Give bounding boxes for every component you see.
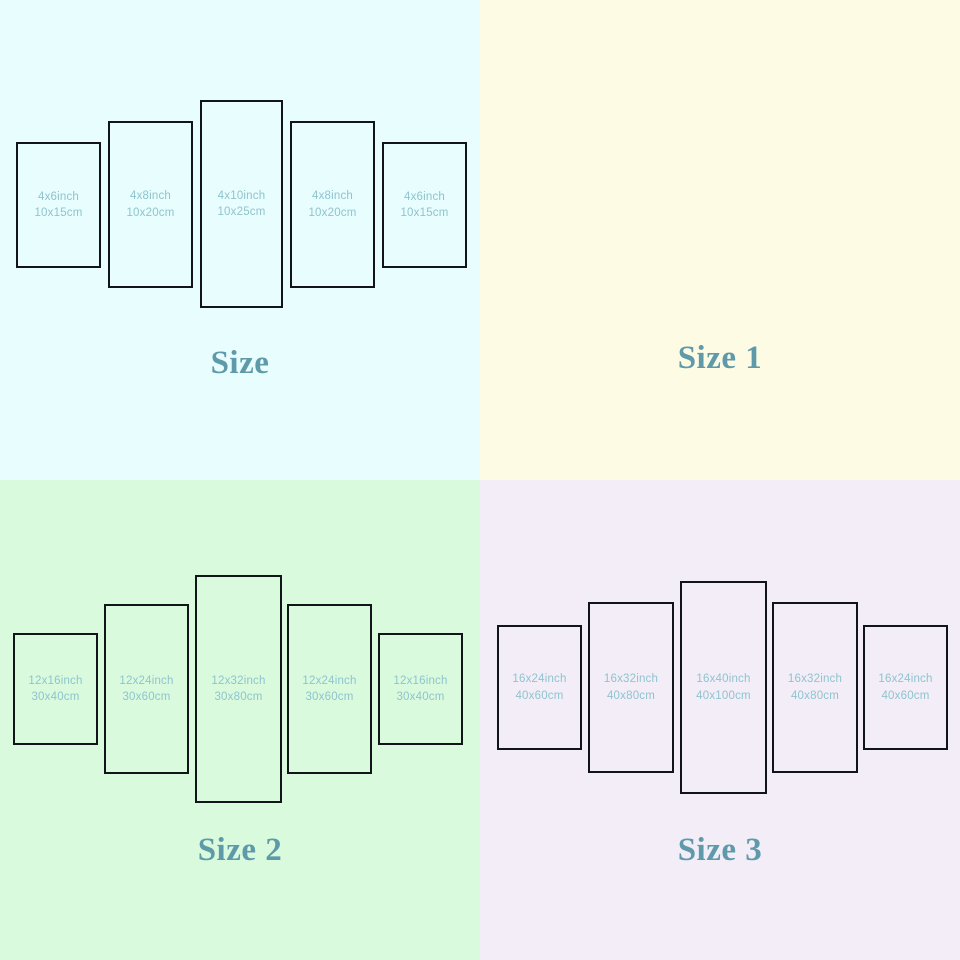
size-3-panel-3-label: 16x40inch 40x100cm <box>696 671 751 704</box>
size-panel-4-label: 4x8inch 10x20cm <box>308 188 356 221</box>
quadrant-size-2[interactable]: 12x16inch 30x40cm 12x24inch 30x60cm 12x32inc… <box>0 480 480 960</box>
quadrant-size[interactable]: 4x6inch 10x15cm 4x8inch 10x20cm 4x10inch 10x2… <box>0 0 480 480</box>
size-inch-text: 16x32inch <box>603 673 659 686</box>
size-inch-text: 12x24inch <box>119 674 174 687</box>
size-3-panel-4-label: 16x32inch 40x80cm <box>788 671 842 704</box>
size-cm-text: 40x60cm <box>881 689 930 702</box>
size-inch-text: 4x10inch <box>217 189 266 202</box>
quadrant-title-size-1: Size 1 <box>677 340 763 376</box>
size-inch-text: 16x40inch <box>696 673 751 686</box>
quadrant-title-size: Size <box>210 345 270 381</box>
size-2-panel-1[interactable]: 12x16inch 30x40cm <box>13 633 98 745</box>
size-3-panel-3[interactable]: 16x40inch 40x100cm <box>680 581 767 794</box>
size-cm-text: 30x60cm <box>305 691 354 703</box>
panel-group-size-1: 8x14inch20x35cm8x18inch20x45cm8x22inch20… <box>480 0 960 480</box>
size-cm-text: 40x80cm <box>606 689 656 702</box>
size-2-panel-5[interactable]: 12x16inch 30x40cm <box>378 633 463 745</box>
panel-group-size-2: 12x16inch 30x40cm 12x24inch 30x60cm 12x32inc… <box>0 480 480 960</box>
size-inch-text: 16x32inch <box>787 673 843 686</box>
size-cm-text: 10x20cm <box>126 206 175 219</box>
size-inch-text: 12x24inch <box>302 674 357 687</box>
size-2-panel-1-label: 12x16inch 30x40cm <box>28 673 82 706</box>
size-2-panel-2[interactable]: 12x24inch 30x60cm <box>104 604 189 774</box>
size-2-panel-3[interactable]: 12x32inch 30x80cm <box>195 575 282 803</box>
size-panel-3[interactable]: 4x10inch 10x25cm <box>200 100 283 308</box>
size-3-panel-1-label: 16x24inch 40x60cm <box>512 671 566 704</box>
size-inch-text: 12x16inch <box>393 674 448 687</box>
size-panel-5[interactable]: 4x6inch 10x15cm <box>382 142 467 268</box>
size-inch-text: 16x24inch <box>878 673 933 686</box>
size-2-panel-4[interactable]: 12x24inch 30x60cm <box>287 604 372 774</box>
size-cm-text: 30x60cm <box>122 691 171 703</box>
quadrant-size-3[interactable]: 16x24inch 40x60cm 16x32inch 40x80cm 16x40inc… <box>480 480 960 960</box>
size-3-panel-2[interactable]: 16x32inch 40x80cm <box>588 602 674 773</box>
size-2-panel-4-label: 12x24inch 30x60cm <box>302 673 356 706</box>
size-cm-text: 30x40cm <box>396 691 445 703</box>
size-inch-text: 12x32inch <box>211 674 266 687</box>
size-inch-text: 4x6inch <box>37 190 80 203</box>
size-2-panel-2-label: 12x24inch 30x60cm <box>119 673 173 706</box>
size-cm-text: 40x60cm <box>515 689 564 702</box>
size-cm-text: 30x80cm <box>214 691 263 703</box>
size-panel-3-label: 4x10inch 10x25cm <box>217 188 265 221</box>
size-panel-5-label: 4x6inch 10x15cm <box>400 189 448 222</box>
quadrant-title-size-2: Size 2 <box>197 832 283 868</box>
size-panel-2[interactable]: 4x8inch 10x20cm <box>108 121 193 288</box>
size-inch-text: 16x24inch <box>512 673 567 686</box>
panel-group-size-3: 16x24inch 40x60cm 16x32inch 40x80cm 16x40inc… <box>480 480 960 960</box>
size-panel-1-label: 4x6inch 10x15cm <box>34 189 82 222</box>
panel-group-size: 4x6inch 10x15cm 4x8inch 10x20cm 4x10inch 10x2… <box>0 0 480 480</box>
size-cm-text: 40x100cm <box>696 689 751 702</box>
size-cm-text: 10x25cm <box>217 206 266 218</box>
size-cm-text: 10x15cm <box>400 207 449 219</box>
size-inch-text: 4x8inch <box>311 190 354 203</box>
size-panel-2-label: 4x8inch 10x20cm <box>126 188 174 221</box>
size-2-panel-5-label: 12x16inch 30x40cm <box>393 673 447 706</box>
size-3-panel-2-label: 16x32inch 40x80cm <box>604 671 658 704</box>
size-inch-text: 4x6inch <box>403 190 446 203</box>
size-2-panel-3-label: 12x32inch 30x80cm <box>211 673 265 706</box>
size-3-panel-5-label: 16x24inch 40x60cm <box>878 671 932 704</box>
size-panel-4[interactable]: 4x8inch 10x20cm <box>290 121 375 288</box>
size-cm-text: 10x20cm <box>308 206 357 219</box>
size-3-panel-5[interactable]: 16x24inch 40x60cm <box>863 625 948 750</box>
quadrant-size-1[interactable]: 8x14inch20x35cm8x18inch20x45cm8x22inch20… <box>480 0 960 480</box>
size-cm-text: 40x80cm <box>790 689 840 702</box>
size-cm-text: 30x40cm <box>31 691 80 703</box>
size-panel-1[interactable]: 4x6inch 10x15cm <box>16 142 101 268</box>
size-inch-text: 4x8inch <box>129 190 172 203</box>
size-3-panel-4[interactable]: 16x32inch 40x80cm <box>772 602 858 773</box>
size-cm-text: 10x15cm <box>34 207 83 219</box>
size-3-panel-1[interactable]: 16x24inch 40x60cm <box>497 625 582 750</box>
quadrant-title-size-3: Size 3 <box>677 832 763 868</box>
size-inch-text: 12x16inch <box>28 674 83 687</box>
